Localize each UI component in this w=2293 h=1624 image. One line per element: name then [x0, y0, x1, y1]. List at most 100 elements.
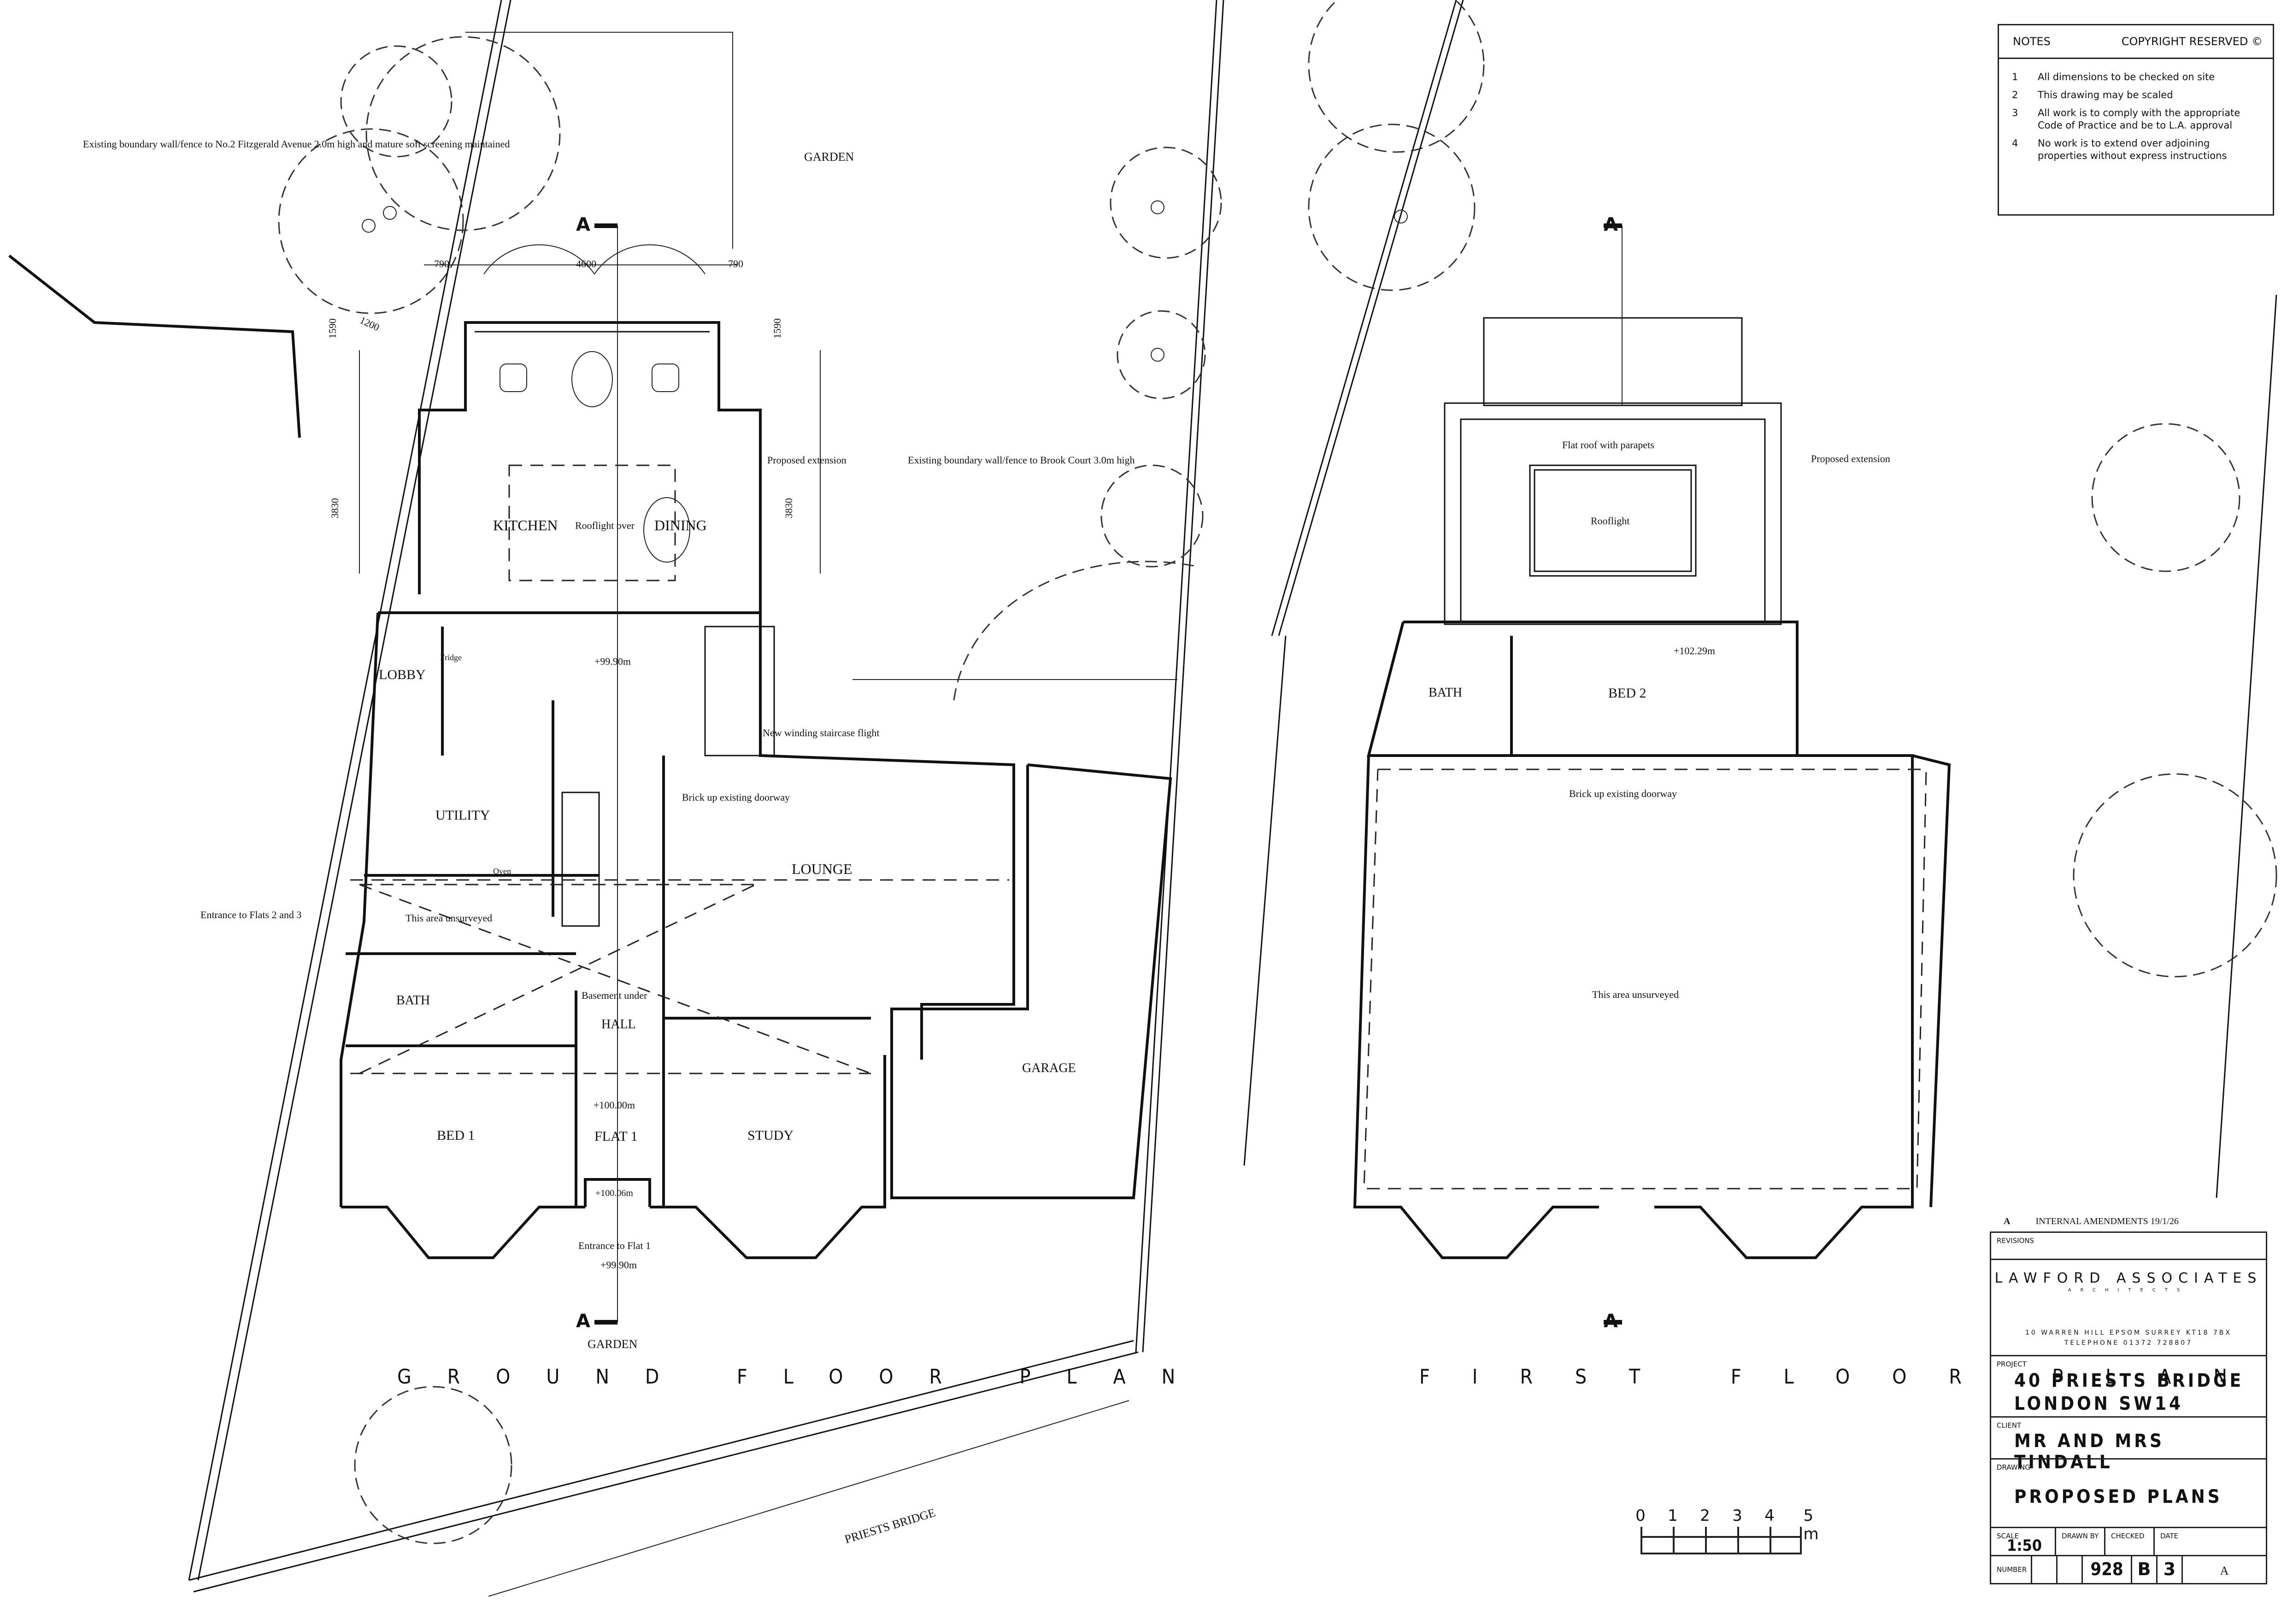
- room-label-hall: HALL: [601, 1017, 636, 1032]
- room-label-garage: GARAGE: [1022, 1061, 1076, 1075]
- notes-list: 1 All dimensions to be checked on site 2 T…: [1999, 59, 2273, 162]
- entrance-flat1-note: Entrance to Flat 1: [578, 1240, 651, 1251]
- room-label-flat1: FLAT 1: [594, 1129, 638, 1144]
- note-item: 1 All dimensions to be checked on site: [2012, 71, 2263, 83]
- drawing-series: B: [2137, 1559, 2151, 1579]
- brick-up-note-ground: Brick up existing doorway: [682, 791, 790, 803]
- flat-roof-note: Flat roof with parapets: [1562, 439, 1654, 451]
- drawing-number: 928: [2090, 1559, 2123, 1579]
- room-label-utility: UTILITY: [435, 808, 490, 823]
- room-label-bath-first: BATH: [1429, 686, 1463, 700]
- scale-label: 5 m: [1803, 1507, 1819, 1543]
- room-label-lounge: LOUNGE: [792, 861, 853, 877]
- note-number: 4: [2012, 138, 2018, 149]
- series-cell: B: [2132, 1556, 2158, 1583]
- number-row: NUMBER 928 B 3 A: [1991, 1555, 2266, 1584]
- level-first-floor: +102.29m: [1674, 645, 1716, 657]
- scale-bar-graphic: [1640, 1527, 1802, 1554]
- notes-header: NOTES COPYRIGHT RESERVED ©: [1999, 25, 2273, 59]
- scale-bar: 0 1 2 3 4 5 m: [1635, 1507, 1819, 1554]
- first-floor-walls: [1353, 317, 1951, 1259]
- scale-label-caption: SCALE: [1997, 1532, 2019, 1540]
- date-label: DATE: [2160, 1532, 2179, 1540]
- new-stair-note: New winding staircase flight: [763, 727, 880, 739]
- title-block: REVISIONS LAWFORD ASSOCIATES ARCHITECTS …: [1990, 1231, 2267, 1584]
- room-label-bath-ground: BATH: [396, 993, 430, 1008]
- section-marker-a-bottom-ground: A: [576, 1311, 590, 1332]
- drawing-row: DRAWING PROPOSED PLANS: [1991, 1458, 2266, 1527]
- kitchen-furniture: [483, 244, 706, 563]
- notes-panel: NOTES COPYRIGHT RESERVED © 1 All dimensio…: [1998, 24, 2274, 216]
- number-label: NUMBER: [1997, 1565, 2027, 1574]
- ground-floor-plan-title: GROUND FLOOR PLAN: [397, 1365, 1211, 1389]
- drawing-title: PROPOSED PLANS: [2014, 1486, 2222, 1507]
- room-label-study: STUDY: [747, 1128, 794, 1143]
- drawing-label: DRAWING: [1997, 1463, 2030, 1472]
- level-hall: +100.00m: [594, 1099, 635, 1111]
- client-name: MR AND MRS TINDALL: [2014, 1431, 2164, 1473]
- checked-label: CHECKED: [2111, 1532, 2145, 1540]
- section-lines: [594, 223, 1623, 1325]
- note-item: 2 This drawing may be scaled: [2012, 89, 2263, 101]
- date-cell: DATE: [2155, 1528, 2266, 1555]
- unsurveyed-note-ground: This area unsurveyed: [406, 912, 493, 924]
- boundary-left-note: Existing boundary wall/fence to No.2 Fit…: [83, 138, 510, 150]
- revisions-label: REVISIONS: [1997, 1237, 2034, 1245]
- scale-bar-labels: 0 1 2 3 4 5 m: [1635, 1507, 1818, 1543]
- oven-label: Oven: [493, 867, 511, 876]
- dimension-3830-right: 3830: [783, 498, 794, 518]
- garden-label-bottom: GARDEN: [588, 1337, 638, 1351]
- scale-label: 1: [1668, 1507, 1678, 1525]
- trees: [278, 0, 2277, 1544]
- client-row: CLIENT MR AND MRS TINDALL: [1991, 1416, 2266, 1473]
- room-label-bed1: BED 1: [437, 1128, 475, 1143]
- dimension-1590-right: 1590: [771, 318, 783, 339]
- project-line1: 40 PRIESTS BRIDGE: [2014, 1370, 2244, 1391]
- scale-label: 3: [1732, 1507, 1742, 1525]
- number-label-cell: NUMBER: [1991, 1556, 2032, 1583]
- firm-address: 10 WARREN HILL EPSOM SURREY KT18 7BX: [2025, 1329, 2232, 1337]
- fridge-label: Fridge: [440, 653, 462, 662]
- level-kitchen: +99.90m: [594, 656, 631, 667]
- room-label-lobby: LOBBY: [379, 667, 426, 682]
- scale-value: 1:50: [2007, 1536, 2042, 1555]
- ground-floor-walls: [340, 321, 1172, 1259]
- note-number: 3: [2012, 107, 2018, 118]
- proposed-extension-note-first: Proposed extension: [1811, 453, 1890, 464]
- room-label-dining: DINING: [654, 517, 707, 534]
- dimension-1590-left: 1590: [327, 318, 338, 339]
- unsurveyed-note-first: This area unsurveyed: [1592, 989, 1679, 1000]
- revision-code-cell: A: [2183, 1556, 2266, 1583]
- scale-row: SCALE 1:50 DRAWN BY CHECKED DATE: [1991, 1527, 2266, 1555]
- level-porch: +100.06m: [595, 1188, 633, 1198]
- first-floor-plan-title: FIRST FLOOR PLAN: [1419, 1365, 2270, 1389]
- site-boundaries: [8, 0, 2277, 1597]
- firm-telephone: TELEPHONE 01372 728807: [2064, 1339, 2193, 1347]
- drawing-number-cell: 928: [2083, 1556, 2132, 1583]
- note-text: This drawing may be scaled: [2038, 89, 2173, 100]
- note-number: 2: [2012, 89, 2018, 100]
- revisions-row: REVISIONS: [1991, 1231, 2266, 1259]
- ground-floor-dashed: [350, 464, 1009, 1074]
- entrance-flats-2-3-note: Entrance to Flats 2 and 3: [200, 909, 302, 920]
- notes-heading: NOTES: [2013, 35, 2051, 48]
- dimension-4600: 4600: [576, 258, 596, 270]
- rooflight-over-note: Rooflight over: [575, 520, 635, 531]
- section-marker-a-bottom-first: A: [1604, 1311, 1618, 1332]
- note-number: 1: [2012, 71, 2018, 82]
- revision-text: INTERNAL AMENDMENTS 19/1/26: [2035, 1216, 2179, 1226]
- brick-up-note-first: Brick up existing doorway: [1569, 788, 1677, 799]
- revision-letter: A: [2004, 1216, 2011, 1226]
- proposed-extension-note-ground: Proposed extension: [767, 454, 847, 466]
- scale-cell: SCALE 1:50: [1991, 1528, 2056, 1555]
- rooflight-note: Rooflight: [1591, 515, 1630, 527]
- copyright-label: COPYRIGHT RESERVED ©: [2121, 35, 2263, 48]
- note-text: All dimensions to be checked on site: [2038, 71, 2215, 82]
- client-label: CLIENT: [1997, 1421, 2022, 1430]
- level-entrance: +99.90m: [600, 1259, 637, 1271]
- section-marker-a-top-first: A: [1604, 214, 1618, 235]
- dimension-3830-left: 3830: [329, 498, 341, 518]
- sheet-number: 3: [2163, 1559, 2176, 1579]
